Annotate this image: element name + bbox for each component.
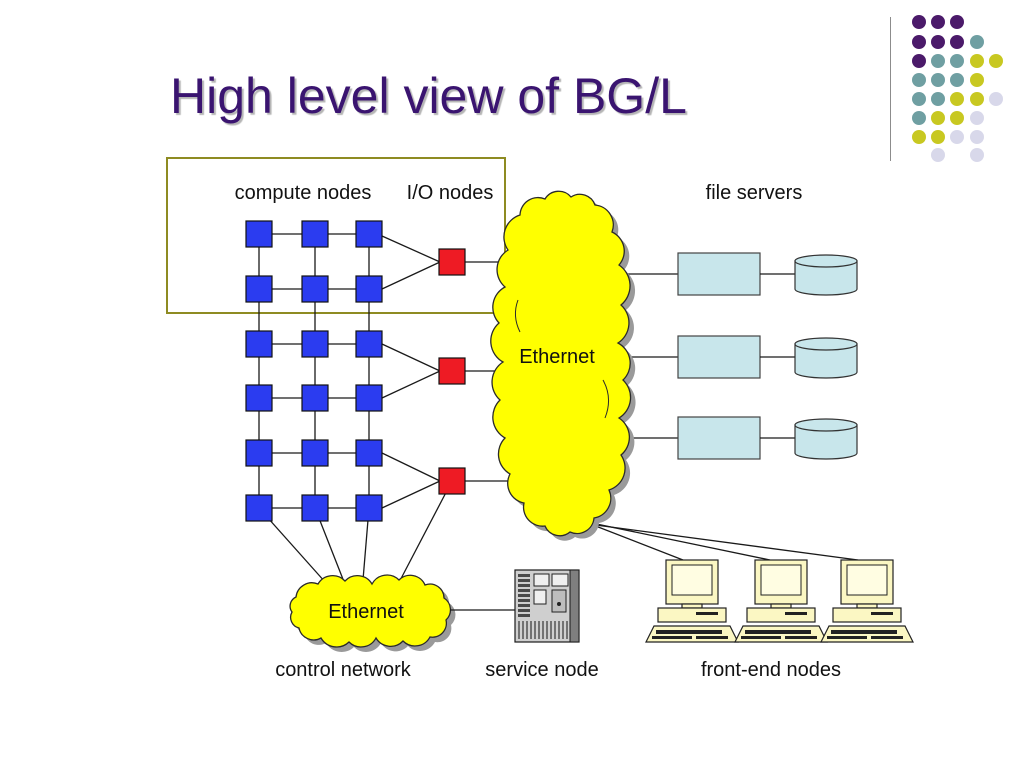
- disk-icon: [794, 254, 858, 296]
- decor-dot: [989, 92, 1003, 106]
- decor-dot: [970, 111, 984, 125]
- compute-node-links: [258, 233, 370, 509]
- compute-io-link: [381, 343, 441, 372]
- decor-dot: [970, 35, 984, 49]
- file-server: [677, 335, 761, 379]
- compute-node: [301, 275, 329, 303]
- decor-dot: [912, 54, 926, 68]
- ethernet-cloud: [490, 190, 632, 537]
- decor-dot: [950, 15, 964, 29]
- decor-dot: [970, 148, 984, 162]
- decor-dot: [931, 54, 945, 68]
- decor-dot: [912, 130, 926, 144]
- ethernet-control-label: Ethernet: [328, 601, 404, 623]
- file-server: [677, 252, 761, 296]
- compute-nodes-label: compute nodes: [235, 182, 372, 204]
- compute-node: [355, 494, 383, 522]
- service-node-rack-icon: [514, 569, 580, 643]
- decor-dot: [970, 92, 984, 106]
- control-network-label: control network: [275, 659, 412, 681]
- decor-dot: [912, 35, 926, 49]
- compute-node: [355, 330, 383, 358]
- compute-node: [355, 275, 383, 303]
- compute-node: [301, 439, 329, 467]
- decor-dot: [931, 92, 945, 106]
- file-servers: [677, 252, 795, 460]
- compute-node: [245, 384, 273, 412]
- decor-dot: [950, 54, 964, 68]
- file-servers-label: file servers: [706, 182, 803, 204]
- file-server: [677, 416, 761, 460]
- decor-dot: [989, 54, 1003, 68]
- decor-dot: [970, 73, 984, 87]
- control-link: [258, 507, 335, 593]
- compute-node: [245, 494, 273, 522]
- decor-dot: [931, 111, 945, 125]
- compute-io-link: [381, 370, 441, 399]
- control-link: [393, 480, 453, 593]
- front-end-computer-icon: [734, 559, 828, 643]
- io-node: [438, 467, 466, 495]
- compute-node: [355, 384, 383, 412]
- decor-dot: [912, 73, 926, 87]
- compute-node: [245, 275, 273, 303]
- service-node-label: service node: [485, 659, 598, 681]
- compute-node: [355, 439, 383, 467]
- decor-dot: [950, 111, 964, 125]
- disk-icon: [794, 418, 858, 460]
- compute-nodes: [245, 220, 383, 522]
- control-cloud: [289, 574, 452, 648]
- io-nodes: [438, 248, 466, 495]
- decor-dot: [912, 15, 926, 29]
- compute-node: [245, 220, 273, 248]
- decor-dot: [970, 54, 984, 68]
- title-divider-line: [890, 17, 891, 161]
- compute-node: [301, 494, 329, 522]
- decor-dot: [950, 73, 964, 87]
- compute-node: [245, 439, 273, 467]
- compute-node: [245, 330, 273, 358]
- compute-io-link: [381, 261, 441, 290]
- decor-dot: [970, 130, 984, 144]
- decor-dot: [950, 130, 964, 144]
- decor-dot: [912, 111, 926, 125]
- decor-dot: [931, 15, 945, 29]
- ethernet-cloud-main: [490, 190, 636, 541]
- compute-to-io-links: [381, 235, 441, 509]
- io-nodes-label: I/O nodes: [407, 182, 494, 204]
- io-node: [438, 357, 466, 385]
- front-end-nodes-label: front-end nodes: [701, 659, 841, 681]
- compute-io-link: [381, 235, 441, 263]
- decor-dot: [950, 35, 964, 49]
- ethernet-cloud-control: [289, 574, 456, 652]
- compute-node: [301, 220, 329, 248]
- compute-io-link: [381, 452, 441, 482]
- cloud-puff-detail: [514, 299, 521, 333]
- slide-title: High level view of BG/L: [170, 68, 687, 124]
- decor-dot: [912, 92, 926, 106]
- front-end-computer-icon: [645, 559, 739, 643]
- compute-node: [301, 330, 329, 358]
- decor-dot: [931, 148, 945, 162]
- compute-node: [301, 384, 329, 412]
- decor-dot: [950, 92, 964, 106]
- front-end-computer-icon: [820, 559, 914, 643]
- ethernet-main-label: Ethernet: [519, 346, 595, 368]
- decor-dot: [931, 35, 945, 49]
- cloud-puff-detail: [602, 379, 609, 419]
- io-node: [438, 248, 466, 276]
- compute-node: [355, 220, 383, 248]
- storage-disks: [794, 254, 858, 460]
- decor-dot: [931, 130, 945, 144]
- ethernet-to-frontend-links: [574, 517, 859, 561]
- compute-io-link: [381, 480, 441, 509]
- decor-dot: [931, 73, 945, 87]
- disk-icon: [794, 337, 858, 379]
- frontend-link: [587, 523, 859, 561]
